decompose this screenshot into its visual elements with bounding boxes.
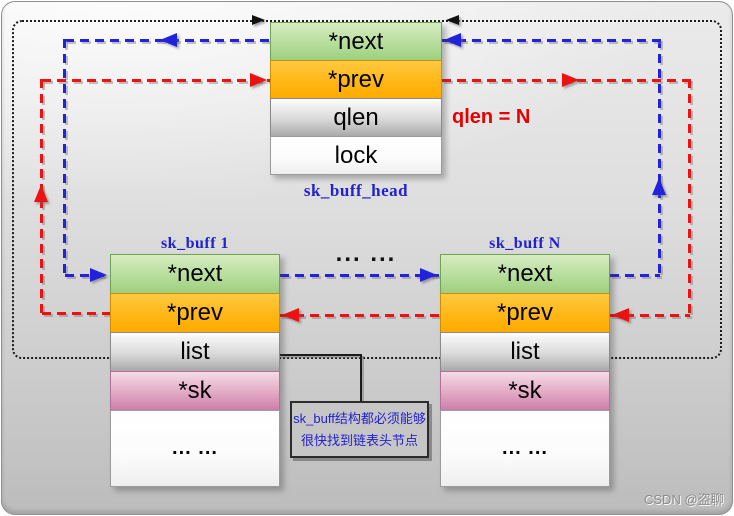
node1-row-ellipsis: ... ... [110,410,280,487]
noden-row-prev: *prev [440,293,610,333]
next-arrowhead-icon [90,268,107,282]
list-enclosure-dotted-border [12,20,722,359]
noden-row-next: *next [440,254,610,294]
node1-row-sk: *sk [110,371,280,411]
sk-buff-n-struct: *next *prev list *sk ... ... [440,254,610,487]
sk-buff-1-label: sk_buff 1 [160,235,230,252]
next-arrowhead-icon [160,33,177,47]
enclosure-arrowhead-icon [252,15,265,25]
noden-row-sk: *sk [440,371,610,411]
next-arrowhead-icon [444,33,461,47]
sk-buff-n-label: sk_buff N [489,235,561,252]
next-link-line [610,274,660,277]
prev-link-line [42,312,110,315]
note-callout-box: sk_buff结构都必须能够 很快找到链表头节点 [290,401,429,458]
sk-buff-1-struct: *next *prev list *sk ... ... [110,254,280,487]
head-row-lock: lock [270,136,442,175]
note-connector-line [280,354,362,356]
next-link-line [65,274,110,277]
note-connector-line [360,354,362,402]
next-arrowhead-icon [652,178,666,195]
node1-row-prev: *prev [110,293,280,333]
nodes-ellipsis: ... ... [335,240,397,267]
qlen-value-note: qlen = N [452,106,531,128]
next-link-line [658,39,661,275]
noden-row-list: list [440,332,610,372]
sk-buff-head-struct: *next *prev qlen lock [270,22,442,175]
noden-row-ellipsis: ... ... [440,410,610,487]
sk-buff-head-label: sk_buff_head [303,181,409,200]
next-link-line [442,39,660,42]
head-row-next: *next [270,22,442,61]
prev-link-line [280,314,440,317]
head-row-qlen: qlen [270,98,442,137]
node1-row-next: *next [110,254,280,294]
prev-arrowhead-icon [562,73,579,87]
note-line-2: 很快找到链表头节点 [300,432,418,448]
next-arrowhead-icon [420,268,437,282]
note-line-1: sk_buff结构都必须能够 [293,410,426,426]
next-link-line [63,39,66,276]
prev-arrowhead-icon [250,73,267,87]
next-link-line [280,274,440,277]
enclosure-arrowhead-icon [446,15,459,25]
prev-link-line [42,79,270,82]
prev-arrowhead-icon [612,308,629,322]
node1-row-list: list [110,332,280,372]
watermark: CSDN @盗聊 [644,492,724,507]
prev-arrowhead-icon [34,185,48,202]
prev-link-line [688,79,691,315]
head-row-prev: *prev [270,60,442,99]
prev-arrowhead-icon [282,308,299,322]
prev-link-line [610,314,690,317]
